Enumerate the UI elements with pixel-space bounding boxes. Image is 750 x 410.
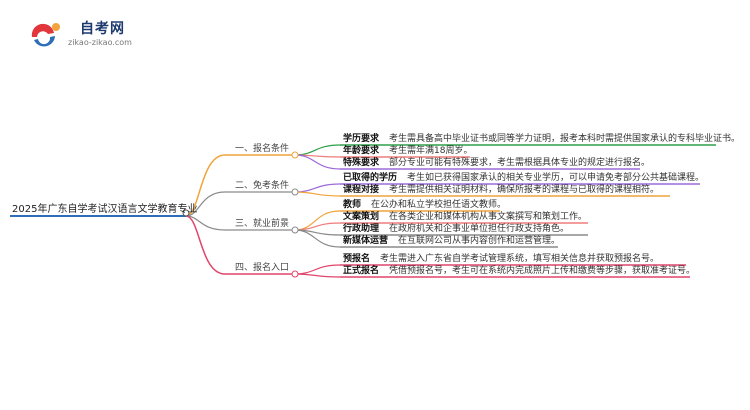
branch-exemption-conditions: 二、免考条件 xyxy=(235,181,290,191)
leaf-teacher: 教师在公办和私立学校担任语文教师。 xyxy=(343,200,507,210)
branch-2-curve xyxy=(185,191,226,217)
branch-registration-conditions: 一、报名条件 xyxy=(235,144,290,154)
leaf-education-requirement: 学历要求考生需具备高中毕业证书或同等学力证明，报考本科时需提供国家承认的专科毕业… xyxy=(343,134,741,144)
leaf-formal-registration: 正式报名凭借预报名号，考生可在系统内完成照片上传和缴费等步骤，获取准考证号。 xyxy=(343,266,696,276)
root-node-circle xyxy=(182,209,190,217)
leaf-course-matching: 课程对接考生需提供相关证明材料，确保所报考的课程与已取得的课程相符。 xyxy=(343,185,660,195)
logo-subtitle: zikao-zikao.com xyxy=(68,38,132,47)
leaf-special-requirement: 特殊要求部分专业可能有特殊要求，考生需根据具体专业的规定进行报名。 xyxy=(343,158,651,168)
site-logo[interactable]: 自考网 zikao-zikao.com xyxy=(28,17,158,53)
logo-mark-icon xyxy=(31,23,60,47)
branch-employment-prospects: 三、就业前景 xyxy=(235,219,290,229)
leaf-new-media: 新媒体运营在互联网公司从事内容创作和运营管理。 xyxy=(343,236,561,246)
logo-title: 自考网 xyxy=(80,21,125,37)
leaf-obtained-education: 已取得的学历考生如已获得国家承认的相关专业学历，可以申请免考部分公共基础课程。 xyxy=(343,173,705,183)
root-node: 2025年广东自学考试汉语言文学教育专业 xyxy=(12,204,198,215)
leaf-copywriting: 文案策划在各类企业和媒体机构从事文案撰写和策划工作。 xyxy=(343,212,588,222)
branch-4-curve xyxy=(185,215,226,275)
leaf-pre-registration: 预报名考生需进入广东省自学考试管理系统，填写相关信息并获取预报名号。 xyxy=(343,254,660,264)
leaf-admin-assistant: 行政助理在政府机关和企事业单位担任行政支持角色。 xyxy=(343,224,570,234)
branch-1-curve xyxy=(185,154,226,217)
branch-registration-entry: 四、报名入口 xyxy=(235,263,290,273)
branch-3-curve xyxy=(185,215,226,231)
leaf-age-requirement: 年龄要求考生需年满18周岁。 xyxy=(343,146,473,156)
